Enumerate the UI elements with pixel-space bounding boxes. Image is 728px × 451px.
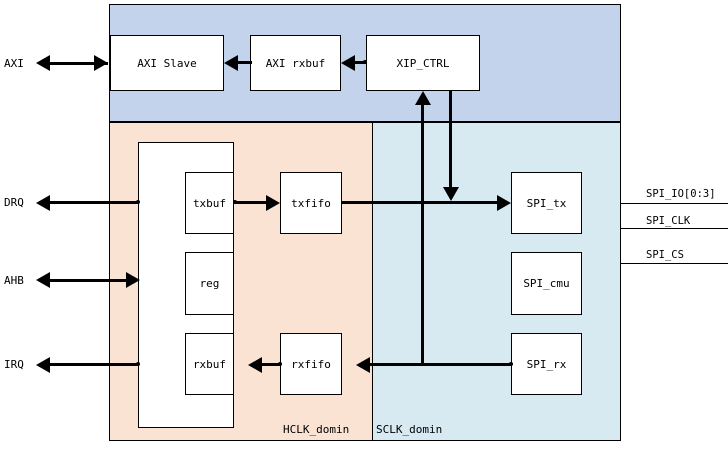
- arrowhead-axislave-in: [224, 55, 238, 71]
- connector-rxfifo-to-rxbuf: [262, 363, 280, 366]
- block-spi-cmu[interactable]: SPI_cmu: [511, 252, 582, 315]
- block-rxbuf[interactable]: rxbuf: [185, 333, 234, 395]
- arrowhead-irq-out: [36, 357, 50, 373]
- block-spi-tx[interactable]: SPI_tx: [511, 172, 582, 234]
- block-txbuf[interactable]: txbuf: [185, 172, 234, 234]
- port-label-ahb: AHB: [4, 274, 24, 287]
- arrowhead-axi-right: [94, 55, 108, 71]
- block-axi-rxbuf[interactable]: AXI rxbuf: [250, 35, 341, 91]
- spi-signal-label-cs: SPI_CS: [646, 249, 684, 261]
- spi-signal-line-cs: [620, 263, 728, 264]
- port-label-drq: DRQ: [4, 196, 24, 209]
- junction-drq: [136, 200, 140, 204]
- hclk-domain-label: HCLK_domin: [283, 423, 350, 436]
- arrowhead-rxfifo-in: [356, 357, 370, 373]
- arrowhead-ahb-right: [126, 272, 140, 288]
- arrowhead-txfifo-in: [266, 195, 280, 211]
- arrowhead-drq-out: [36, 195, 50, 211]
- region-sclk-domain: [372, 122, 621, 441]
- connector-xipctrl-to-spitx-line: [449, 91, 452, 187]
- connector-spirx-to-xipctrl: [421, 105, 424, 365]
- spi-signal-label-io: SPI_IO[0:3]: [646, 188, 716, 200]
- block-axi-slave[interactable]: AXI Slave: [110, 35, 224, 91]
- connector-drq: [50, 201, 139, 204]
- port-label-axi: AXI: [4, 57, 24, 70]
- spi-signal-line-clk: [620, 228, 728, 229]
- connector-txfifo-to-spitx: [342, 201, 497, 204]
- connector-ahb-bus: [50, 279, 133, 282]
- junction-rxfifo-out: [278, 362, 282, 366]
- sclk-domain-label: SCLK_domin: [376, 423, 443, 436]
- connector-irq: [50, 363, 139, 366]
- arrowhead-spitx-line-in: [443, 187, 459, 201]
- junction-txbuf-out: [233, 200, 237, 204]
- connector-txbuf-to-txfifo: [234, 201, 266, 204]
- junction-irq: [136, 362, 140, 366]
- block-txfifo[interactable]: txfifo: [280, 172, 342, 234]
- arrowhead-axirxbuf-in: [341, 55, 355, 71]
- block-reg[interactable]: reg: [185, 252, 234, 315]
- connector-spirx-to-rxfifo: [370, 363, 511, 366]
- spi-signal-line-io: [620, 203, 728, 204]
- arrowhead-spitx-in: [497, 195, 511, 211]
- arrowhead-xipctrl-in: [415, 91, 431, 105]
- connector-xipctrl-to-axirxbuf: [355, 61, 366, 64]
- arrowhead-ahb-left: [36, 272, 50, 288]
- block-spi-rx[interactable]: SPI_rx: [511, 333, 582, 395]
- port-label-irq: IRQ: [4, 358, 24, 371]
- spi-signal-bus-edge: [620, 122, 621, 303]
- junction-xipctrl-out: [363, 60, 367, 64]
- block-xip-ctrl[interactable]: XIP_CTRL: [366, 35, 480, 91]
- connector-axirxbuf-to-axislave: [238, 61, 252, 64]
- spi-signal-label-clk: SPI_CLK: [646, 215, 691, 227]
- connector-axi-bus: [50, 62, 108, 65]
- block-rxfifo[interactable]: rxfifo: [280, 333, 342, 395]
- arrowhead-rxbuf-in: [248, 357, 262, 373]
- arrowhead-axi-left: [36, 55, 50, 71]
- junction-spirx-out: [509, 362, 513, 366]
